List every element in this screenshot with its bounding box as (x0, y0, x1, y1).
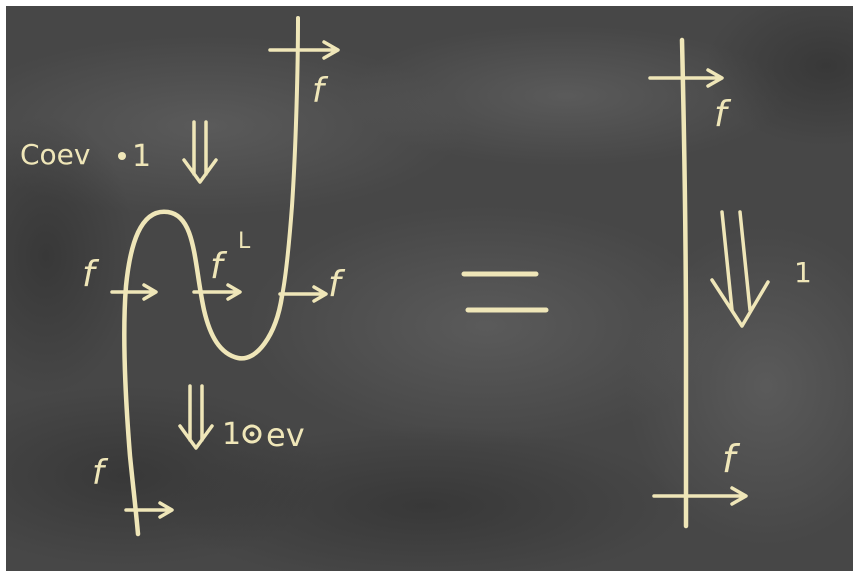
coev-double-arrow (182, 120, 218, 184)
rhs-double-arrow (710, 210, 770, 328)
top-strand (280, 16, 300, 298)
ev-double-arrow (178, 384, 214, 450)
rhs-strand (679, 37, 689, 529)
coev-value: 1 (132, 139, 151, 174)
coev-label: Coev (20, 138, 90, 171)
middle-arrow (192, 283, 242, 301)
ev-bullet (242, 424, 262, 444)
equals-sign (461, 271, 549, 313)
top-arrow (268, 40, 340, 60)
rhs-top-arrow (648, 68, 724, 88)
chalkboard-drawing: f f f L f f Coev 1 1 ev f 1 f (6, 6, 853, 571)
snake-curve (122, 209, 285, 537)
rhs-bottom-arrow (652, 486, 748, 506)
ev-value: 1 (222, 417, 241, 452)
bottom-arrow (124, 501, 174, 519)
left-arrow (110, 283, 158, 301)
chalkboard-photo: f f f L f f Coev 1 1 ev f 1 f (6, 6, 853, 571)
rhs-index: 1 (794, 256, 812, 289)
ev-label: ev (266, 416, 305, 454)
right-arrow (278, 285, 328, 303)
middle-superscript: L (238, 229, 251, 254)
coev-bullet (118, 152, 126, 160)
